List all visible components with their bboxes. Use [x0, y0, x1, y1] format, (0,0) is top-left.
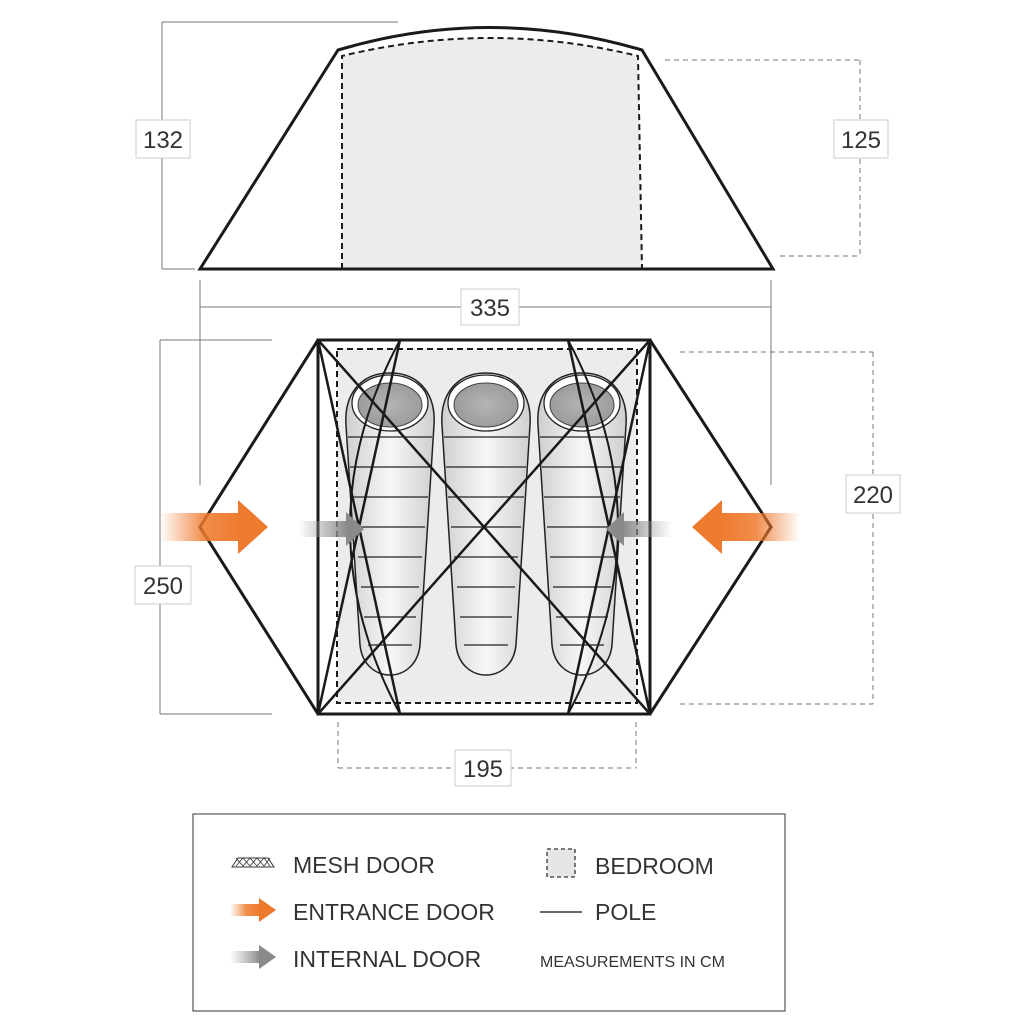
legend-entrance-door-label: ENTRANCE DOOR — [293, 899, 495, 925]
legend-internal-door-label: INTERNAL DOOR — [293, 946, 481, 972]
svg-text:132: 132 — [143, 127, 183, 154]
svg-text:250: 250 — [143, 573, 183, 600]
svg-text:335: 335 — [470, 295, 510, 322]
bedroom-icon — [546, 848, 576, 878]
legend: MESH DOOR ENTRANCE DOOR INTERNAL DOOR BE… — [192, 813, 786, 1012]
entrance-door-arrow-left — [160, 500, 268, 554]
internal-door-arrow-left — [298, 512, 364, 546]
dim-side-height-left: 132 — [135, 119, 191, 159]
floor-plan — [160, 338, 800, 716]
dim-bedroom-width: 220 — [680, 351, 901, 705]
internal-door-arrow-right — [606, 512, 672, 546]
entrance-door-icon — [230, 898, 276, 922]
side-bedroom-area — [341, 37, 644, 270]
svg-text:195: 195 — [463, 756, 503, 783]
dim-side-height-right: 125 — [833, 119, 889, 159]
entrance-door-arrow-right — [692, 500, 800, 554]
legend-bedroom-label: BEDROOM — [595, 853, 714, 879]
mesh-door-icon — [231, 857, 275, 868]
dim-overall-width: 250 — [134, 339, 272, 715]
internal-door-icon — [230, 945, 276, 969]
dim-bedroom-length: 195 — [337, 722, 637, 787]
side-view — [161, 21, 861, 271]
svg-text:220: 220 — [853, 482, 893, 509]
legend-pole-label: POLE — [595, 899, 656, 925]
legend-mesh-door-label: MESH DOOR — [293, 852, 435, 878]
svg-text:125: 125 — [841, 127, 881, 154]
dim-overall-length: 335 — [199, 280, 772, 485]
legend-units-note: MEASUREMENTS IN CM — [540, 954, 725, 971]
